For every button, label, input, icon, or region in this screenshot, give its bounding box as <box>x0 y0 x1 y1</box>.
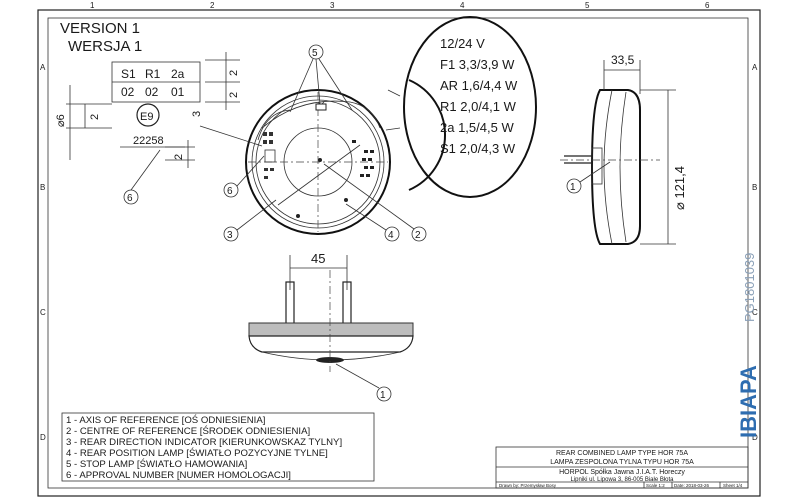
leader-4 <box>345 203 387 231</box>
side-view <box>560 60 676 245</box>
callout-3 <box>223 226 239 242</box>
bottom-view <box>248 255 414 372</box>
legend-item-6: 6 - APPROVAL NUMBER [NUMER HOMOLOGACJI] <box>66 470 291 481</box>
callout-5-label: 5 <box>312 48 318 59</box>
frame-col-5: 5 <box>585 1 590 10</box>
leader-5c <box>318 58 353 111</box>
e-mark-label: E9 <box>140 111 153 123</box>
legend-item-4: 4 - REAR POSITION LAMP [ŚWIATŁO POZYCYJN… <box>66 447 328 459</box>
callout-6a <box>123 189 139 205</box>
callout-1a <box>566 178 582 194</box>
callout-6a-label: 6 <box>127 193 133 204</box>
version-en: VERSION 1 <box>60 20 140 37</box>
scale: Scale 1:2 <box>646 483 665 488</box>
dim-2-top: 2 <box>228 70 240 76</box>
frame-row-b-right: B <box>752 183 757 192</box>
callout-4 <box>384 226 400 242</box>
bulb-spec-detail <box>385 16 537 198</box>
bulb-r1: R1 2,0/4,1 W <box>440 99 517 114</box>
callout-2 <box>411 226 427 242</box>
legend-item-2: 2 - CENTRE OF REFERENCE [ŚRODEK ODNIESIE… <box>66 425 310 437</box>
leader-1a <box>579 161 611 183</box>
dim-33-5: 33,5 <box>611 53 635 67</box>
frame-row-c: C <box>40 308 46 317</box>
callout-2-label: 2 <box>415 230 421 241</box>
leader-2 <box>323 163 415 230</box>
drawing-code: PG1801039 <box>742 253 757 322</box>
leader-3 <box>236 199 277 231</box>
approval-header-s1: S1 <box>121 67 136 81</box>
bulb-f1: F1 3,3/3,9 W <box>440 57 515 72</box>
title-pl: LAMPA ZESPOLONA TYLNA TYPU HOR 75A <box>550 459 694 466</box>
bulb-voltage: 12/24 V <box>440 36 485 51</box>
frame-row-a: A <box>40 63 46 72</box>
approval-header-r1: R1 <box>145 67 161 81</box>
legend-item-3: 3 - REAR DIRECTION INDICATOR [KIERUNKOWS… <box>66 437 342 448</box>
bulb-ar: AR 1,6/4,4 W <box>440 78 518 93</box>
leader-5b <box>315 58 321 105</box>
title-block <box>495 446 749 489</box>
title-en: REAR COMBINED LAMP TYPE HOR 75A <box>556 450 688 457</box>
leader-6b <box>236 155 265 187</box>
dim-2-left: 2 <box>89 114 101 120</box>
leader-6a <box>130 149 161 191</box>
bulb-2a: 2a 1,5/4,5 W <box>440 120 514 135</box>
callout-4-label: 4 <box>388 230 394 241</box>
callout-3-label: 3 <box>227 230 233 241</box>
approval-value-2: 02 <box>145 85 159 99</box>
legend-item-1: 1 - AXIS OF REFERENCE [OŚ ODNIESIENIA] <box>66 414 265 426</box>
brand-logo: IBIAPA <box>736 365 761 438</box>
front-view <box>245 89 391 235</box>
drawing-frame <box>37 9 761 497</box>
company-name: HORPOL Spółka Jawna J.I.A.T. Horeczy <box>559 469 685 476</box>
dim-2-bottom: 2 <box>173 154 185 160</box>
approval-header-2a: 2a <box>171 67 185 81</box>
frame-row-a-right: A <box>752 63 758 72</box>
frame-row-d: D <box>40 433 46 442</box>
legend-item-5: 5 - STOP LAMP [ŚWIATŁO HAMOWANIA] <box>66 458 247 470</box>
frame-col-2: 2 <box>210 1 215 10</box>
callout-1b <box>376 386 392 402</box>
dim-3: 3 <box>191 111 203 117</box>
leader-detail <box>199 125 263 147</box>
callout-6b-label: 6 <box>227 186 233 197</box>
leader-1b <box>335 363 380 389</box>
callout-6b <box>223 182 239 198</box>
frame-row-b: B <box>40 183 45 192</box>
dim-45: 45 <box>311 251 325 266</box>
inner-frame <box>47 17 749 489</box>
e-mark-circle <box>136 103 160 127</box>
approval-value-3: 01 <box>171 85 185 99</box>
callout-1a-label: 1 <box>570 182 576 193</box>
dim-2-mid: 2 <box>228 92 240 98</box>
approval-number: 22258 <box>133 135 164 147</box>
sheet: Sheet 1/4 <box>723 483 743 488</box>
approval-marking-detail: S1 R1 2a 02 02 01 E9 22258 <box>66 52 240 168</box>
company-address: Lipniki ul. Lipowa 3, 86-005 Białe Błota <box>570 477 674 483</box>
callout-1b-label: 1 <box>380 390 386 401</box>
approval-value-1: 02 <box>121 85 135 99</box>
date: Date: 2018-03-26 <box>674 483 710 488</box>
dim-diameter-6: ⌀6 <box>55 114 67 127</box>
frame-row-d-right: D <box>752 433 758 442</box>
version-pl: WERSJA 1 <box>68 38 142 55</box>
drawn-by: Drawn by: Przemysław Bosy <box>499 483 557 488</box>
frame-col-3: 3 <box>330 1 335 10</box>
frame-col-6: 6 <box>705 1 710 10</box>
frame-row-c-right: C <box>752 308 758 317</box>
dim-diameter-121-4: ⌀ 121,4 <box>672 166 687 210</box>
frame-col-1: 1 <box>90 1 95 10</box>
bulb-s1: S1 2,0/4,3 W <box>440 141 516 156</box>
frame-col-4: 4 <box>460 1 465 10</box>
leader-5a <box>289 58 314 113</box>
legend-box <box>61 412 375 482</box>
